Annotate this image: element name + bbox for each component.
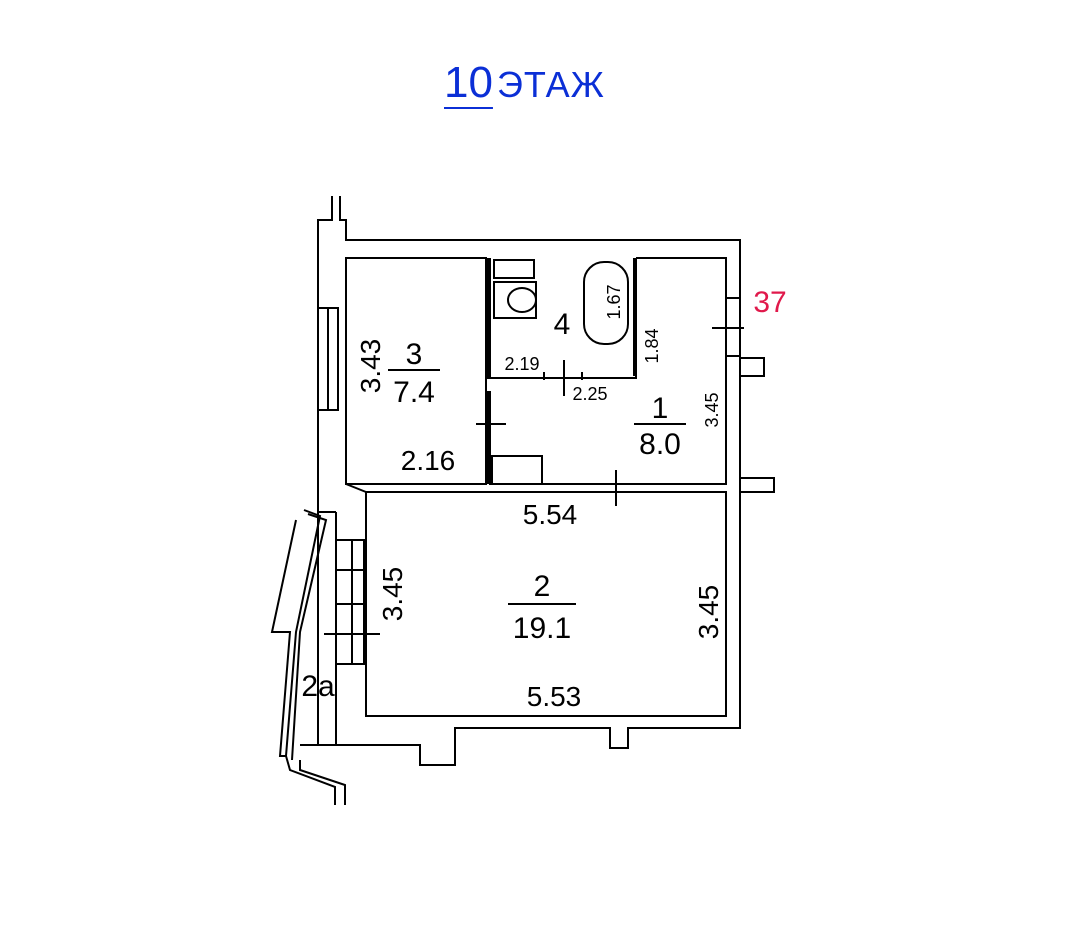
room-4-outline xyxy=(487,258,637,379)
dim-room3-width: 2.16 xyxy=(401,445,456,476)
room-3-outline xyxy=(345,257,487,485)
dim-room2-bottom: 5.53 xyxy=(527,681,582,712)
floor-label: ЭТАЖ xyxy=(496,64,605,105)
dim-room4-inner: 2.19 xyxy=(504,354,539,374)
room-3-number: 3 xyxy=(406,338,423,371)
window-left-top xyxy=(317,307,339,411)
dim-corridor-width: 2.25 xyxy=(572,384,607,404)
room-2-number: 2 xyxy=(534,570,551,603)
dim-room2-left: 3.45 xyxy=(377,567,408,622)
room-1-number: 1 xyxy=(652,392,669,425)
balcony-2a-outline xyxy=(270,509,337,761)
outer-walls xyxy=(285,196,775,805)
room-2-label: 2 19.1 xyxy=(508,570,576,645)
room-3-area: 7.4 xyxy=(393,376,435,409)
floor-number: 10 xyxy=(444,58,493,107)
dim-room2-top: 5.54 xyxy=(523,499,578,530)
dim-room4-side: 1.84 xyxy=(642,328,662,363)
room-2a-number: 2a xyxy=(301,670,335,703)
room-1-outline xyxy=(476,257,744,485)
dim-room1-height: 3.45 xyxy=(702,392,722,427)
dim-room4-bath: 1.67 xyxy=(604,284,624,319)
apartment-number: 37 xyxy=(753,286,786,319)
room-1-area: 8.0 xyxy=(639,428,681,461)
floor-heading: 10 ЭТАЖ xyxy=(430,58,605,118)
dim-room2-right: 3.45 xyxy=(693,585,724,640)
room-3-label: 3 7.4 xyxy=(388,338,440,409)
room-2-area: 19.1 xyxy=(513,612,571,645)
dim-room3-height: 3.43 xyxy=(355,339,386,394)
room-4-number: 4 xyxy=(554,308,571,341)
room-1-label: 1 8.0 xyxy=(634,392,686,461)
